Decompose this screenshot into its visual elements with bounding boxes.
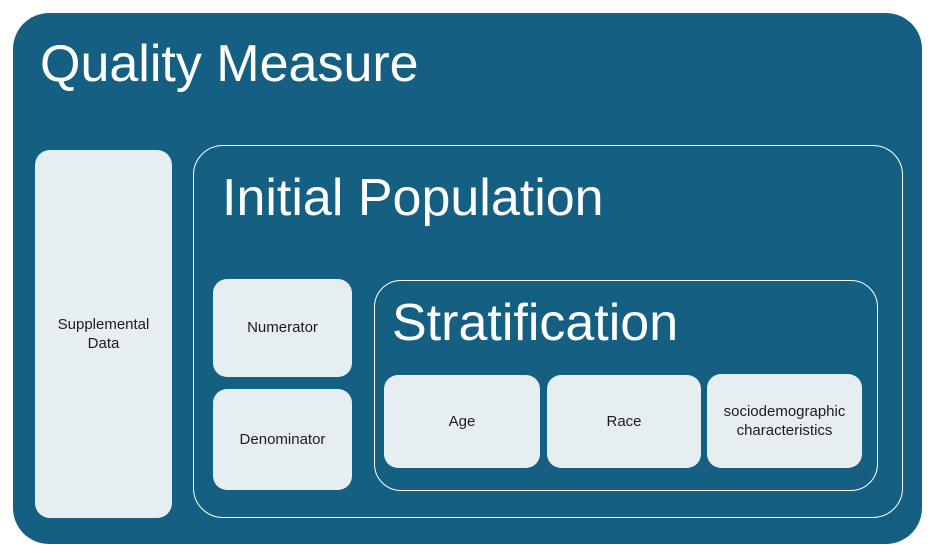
initial-population-box: Initial Population Numerator Denominator…	[193, 145, 903, 518]
numerator-box: Numerator	[213, 279, 352, 377]
sociodemographic-label: sociodemographic characteristics	[723, 402, 846, 440]
stratification-item-race: Race	[547, 375, 701, 468]
stratification-title: Stratification	[392, 294, 679, 352]
quality-measure-title: Quality Measure	[40, 35, 419, 93]
initial-population-title: Initial Population	[222, 169, 604, 227]
supplemental-data-box: Supplemental Data	[35, 150, 172, 518]
quality-measure-container: Quality Measure Supplemental Data Initia…	[13, 13, 922, 544]
numerator-label: Numerator	[247, 319, 318, 337]
stratification-item-sociodemographic: sociodemographic characteristics	[707, 374, 862, 468]
stratification-item-age: Age	[384, 375, 540, 468]
denominator-box: Denominator	[213, 389, 352, 490]
race-label: Race	[606, 412, 642, 430]
age-label: Age	[448, 412, 476, 430]
denominator-label: Denominator	[239, 430, 326, 448]
supplemental-data-label: Supplemental Data	[57, 315, 150, 353]
stratification-box: Stratification Age Race sociodemographic…	[374, 280, 878, 491]
